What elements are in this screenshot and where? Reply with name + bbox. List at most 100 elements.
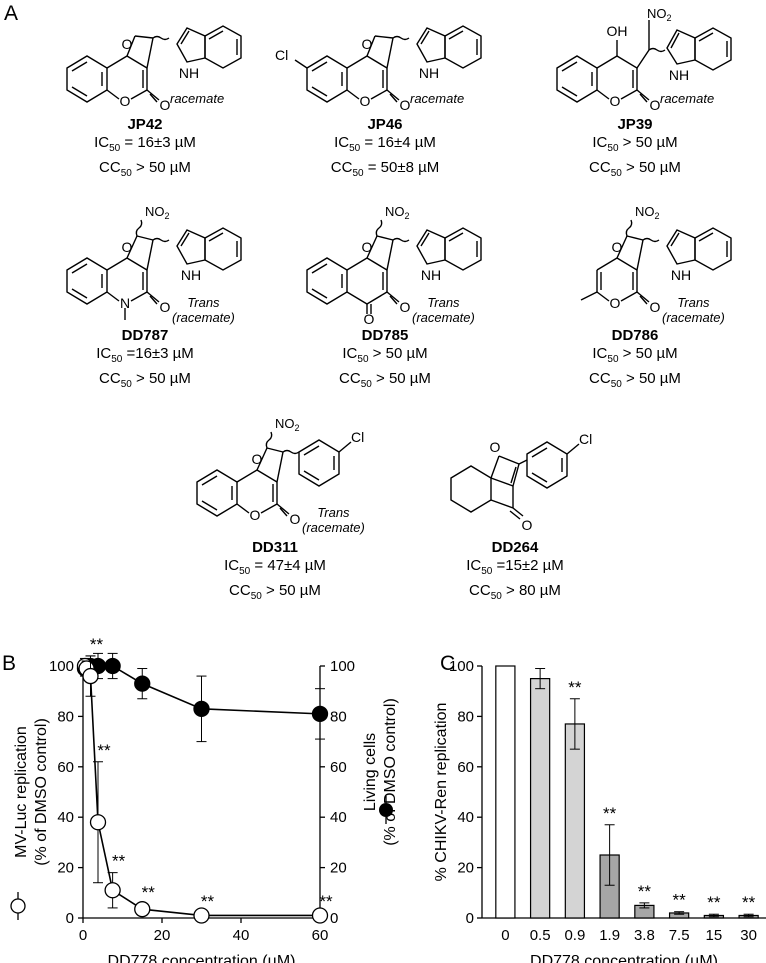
- dd786-stereo-note: Trans(racemate): [662, 295, 725, 325]
- chart-b-right-tick-label: 40: [330, 809, 347, 826]
- dd787-ring-oxygen: O: [122, 239, 133, 255]
- dd264-name: DD264: [491, 539, 539, 556]
- jp42-stereo-note: racemate: [170, 91, 225, 106]
- chart-b-data-point: [311, 705, 329, 723]
- chart-c-significance-marker: **: [638, 882, 652, 901]
- chart-b-data-point: [82, 667, 99, 685]
- dd787-indole-nh: NH: [181, 267, 201, 283]
- chart-b-right-tick-label: 100: [330, 658, 355, 675]
- chart-b-x-tick-label: 0: [79, 927, 87, 944]
- chart-b-significance-marker: **: [201, 892, 215, 911]
- chart-b-data-point: [89, 814, 107, 831]
- chart-b-left-tick-label: 40: [57, 809, 74, 826]
- jp42-lactone-oxygen: O: [120, 93, 131, 109]
- dd311-chlorine: Cl: [351, 429, 364, 445]
- chart-b-significance-marker: **: [142, 883, 156, 902]
- dd264-carbonyl-oxygen: O: [522, 517, 533, 533]
- chart-c-significance-marker: **: [742, 893, 756, 912]
- dd311-ic50: IC50 = 47±4 µM: [224, 557, 326, 577]
- dd787-nitro: NO2: [145, 204, 170, 221]
- compound-dd264: O Cl O DD264 IC50 =15±2 µM CC50 > 80 µM: [400, 412, 630, 606]
- chart-b-significance-marker: **: [319, 892, 333, 911]
- chart-b-left-tick-label: 80: [57, 708, 74, 725]
- dd785-name: DD785: [361, 327, 409, 344]
- jp42-carbonyl-oxygen: O: [160, 97, 171, 113]
- jp39-cc50: CC50 > 50 µM: [589, 159, 681, 179]
- jp46-ic50: IC50 = 16±4 µM: [334, 134, 436, 154]
- dd311-ring-oxygen: O: [252, 451, 263, 467]
- jp39-nitro: NO2: [647, 6, 672, 23]
- jp42-structure-drawing: O O O NH: [66, 25, 242, 113]
- jp39-hydroxyl: OH: [607, 23, 628, 39]
- dd785-cc50: CC50 > 50 µM: [339, 370, 431, 390]
- chart-b-data-point: [104, 882, 121, 899]
- jp39-carbonyl-oxygen: O: [650, 97, 661, 113]
- dd787-nitrogen: N: [120, 295, 130, 311]
- chart-b-x-axis-label: DD778 concentration (µM): [108, 953, 296, 963]
- dd264-chlorine: Cl: [579, 431, 592, 447]
- dd311-cc50: CC50 > 50 µM: [229, 582, 321, 602]
- jp46-stereo-note: racemate: [410, 91, 465, 106]
- dd311-stereo-note: Trans(racemate): [302, 505, 365, 535]
- dd264-furan-oxygen: O: [490, 439, 501, 455]
- compound-dd311: NO2 Cl O O O Trans(racemate) DD311 IC50 …: [160, 412, 390, 606]
- chart-c-x-tick-label: 3.8: [634, 927, 655, 944]
- chart-b-significance-marker: **: [97, 741, 111, 760]
- chart-c-x-tick-label: 15: [706, 927, 723, 944]
- dd311-carbonyl-oxygen: O: [290, 511, 301, 527]
- chart-c-significance-marker: **: [673, 891, 687, 910]
- dd311-structure-drawing: NO2 Cl O O O: [196, 416, 364, 527]
- jp39-name: JP39: [617, 116, 653, 133]
- chart-b-significance-marker: **: [90, 635, 104, 654]
- chart-c-x-tick-label: 0: [501, 927, 509, 944]
- chart-b-right-tick-label: 80: [330, 708, 347, 725]
- jp39-ic50: IC50 > 50 µM: [592, 134, 678, 154]
- chart-c-significance-marker: **: [603, 804, 617, 823]
- chart-c-x-tick-label: 7.5: [669, 927, 690, 944]
- chart-b-data-point: [134, 901, 151, 918]
- chart-c-y-axis-label: % CHIKV-Ren replication: [433, 703, 450, 882]
- chart-b-significance-marker: **: [112, 852, 126, 871]
- dd311-nitro: NO2: [275, 416, 300, 433]
- chart-b-left-tick-label: 60: [57, 759, 74, 776]
- jp42-name: JP42: [127, 116, 163, 133]
- jp39-structure-drawing: OH NO2 O O NH: [556, 6, 732, 113]
- chart-c-y-tick-label: 60: [457, 759, 474, 776]
- jp46-cc50: CC50 = 50±8 µM: [330, 159, 440, 179]
- chart-c-bar: [564, 723, 586, 919]
- jp46-lactone-oxygen: O: [360, 93, 371, 109]
- chart-c-y-tick-label: 100: [449, 658, 474, 675]
- panel-letter-a: A: [4, 2, 19, 25]
- jp46-indole-nh: NH: [419, 65, 439, 81]
- chart-b-left-tick-label: 0: [66, 910, 74, 927]
- dd786-cc50: CC50 > 50 µM: [589, 370, 681, 390]
- jp46-carbonyl-oxygen: O: [400, 97, 411, 113]
- chart-c-x-tick-label: 30: [740, 927, 757, 944]
- chart-c-bar: [495, 665, 516, 919]
- dd786-name: DD786: [611, 327, 659, 344]
- chart-b-open-marker-legend: [10, 898, 26, 914]
- chart-b-right-axis-label: Living cells(% of DMSO control): [362, 698, 399, 846]
- chart-c-x-tick-label: 0.5: [530, 927, 551, 944]
- chart-b-filled-marker-legend: [379, 803, 393, 817]
- panel-letter-b: B: [2, 652, 17, 675]
- dd311-lactone-oxygen: O: [250, 507, 261, 523]
- chart-b-left-axis-label: MV-Luc replication(% of DMSO control): [13, 718, 50, 866]
- chart-c-x-tick-label: 0.9: [564, 927, 585, 944]
- compound-dd787: NO2 O N O NH Trans(racemate) DD787 IC50 …: [30, 200, 260, 394]
- jp42-indole-nh: NH: [179, 65, 199, 81]
- chart-c-significance-marker: **: [707, 893, 721, 912]
- dd786-nitro: NO2: [635, 204, 660, 221]
- dd264-ic50: IC50 =15±2 µM: [466, 557, 564, 577]
- jp42-cc50: CC50 > 50 µM: [99, 159, 191, 179]
- chart-c-y-tick-label: 80: [457, 708, 474, 725]
- dd787-structure-drawing: NO2 O N O NH: [66, 204, 242, 320]
- chart-c-bar: [529, 678, 551, 919]
- dd785-indole-nh: NH: [421, 267, 441, 283]
- dd785-structure-drawing: NO2 O O O NH: [306, 204, 482, 327]
- dd786-pyranone-oxygen: O: [610, 295, 621, 311]
- jp42-ring-oxygen: O: [122, 36, 133, 52]
- chart-c-x-tick-label: 1.9: [599, 927, 620, 944]
- jp46-structure-drawing: Cl O O O NH: [275, 25, 482, 113]
